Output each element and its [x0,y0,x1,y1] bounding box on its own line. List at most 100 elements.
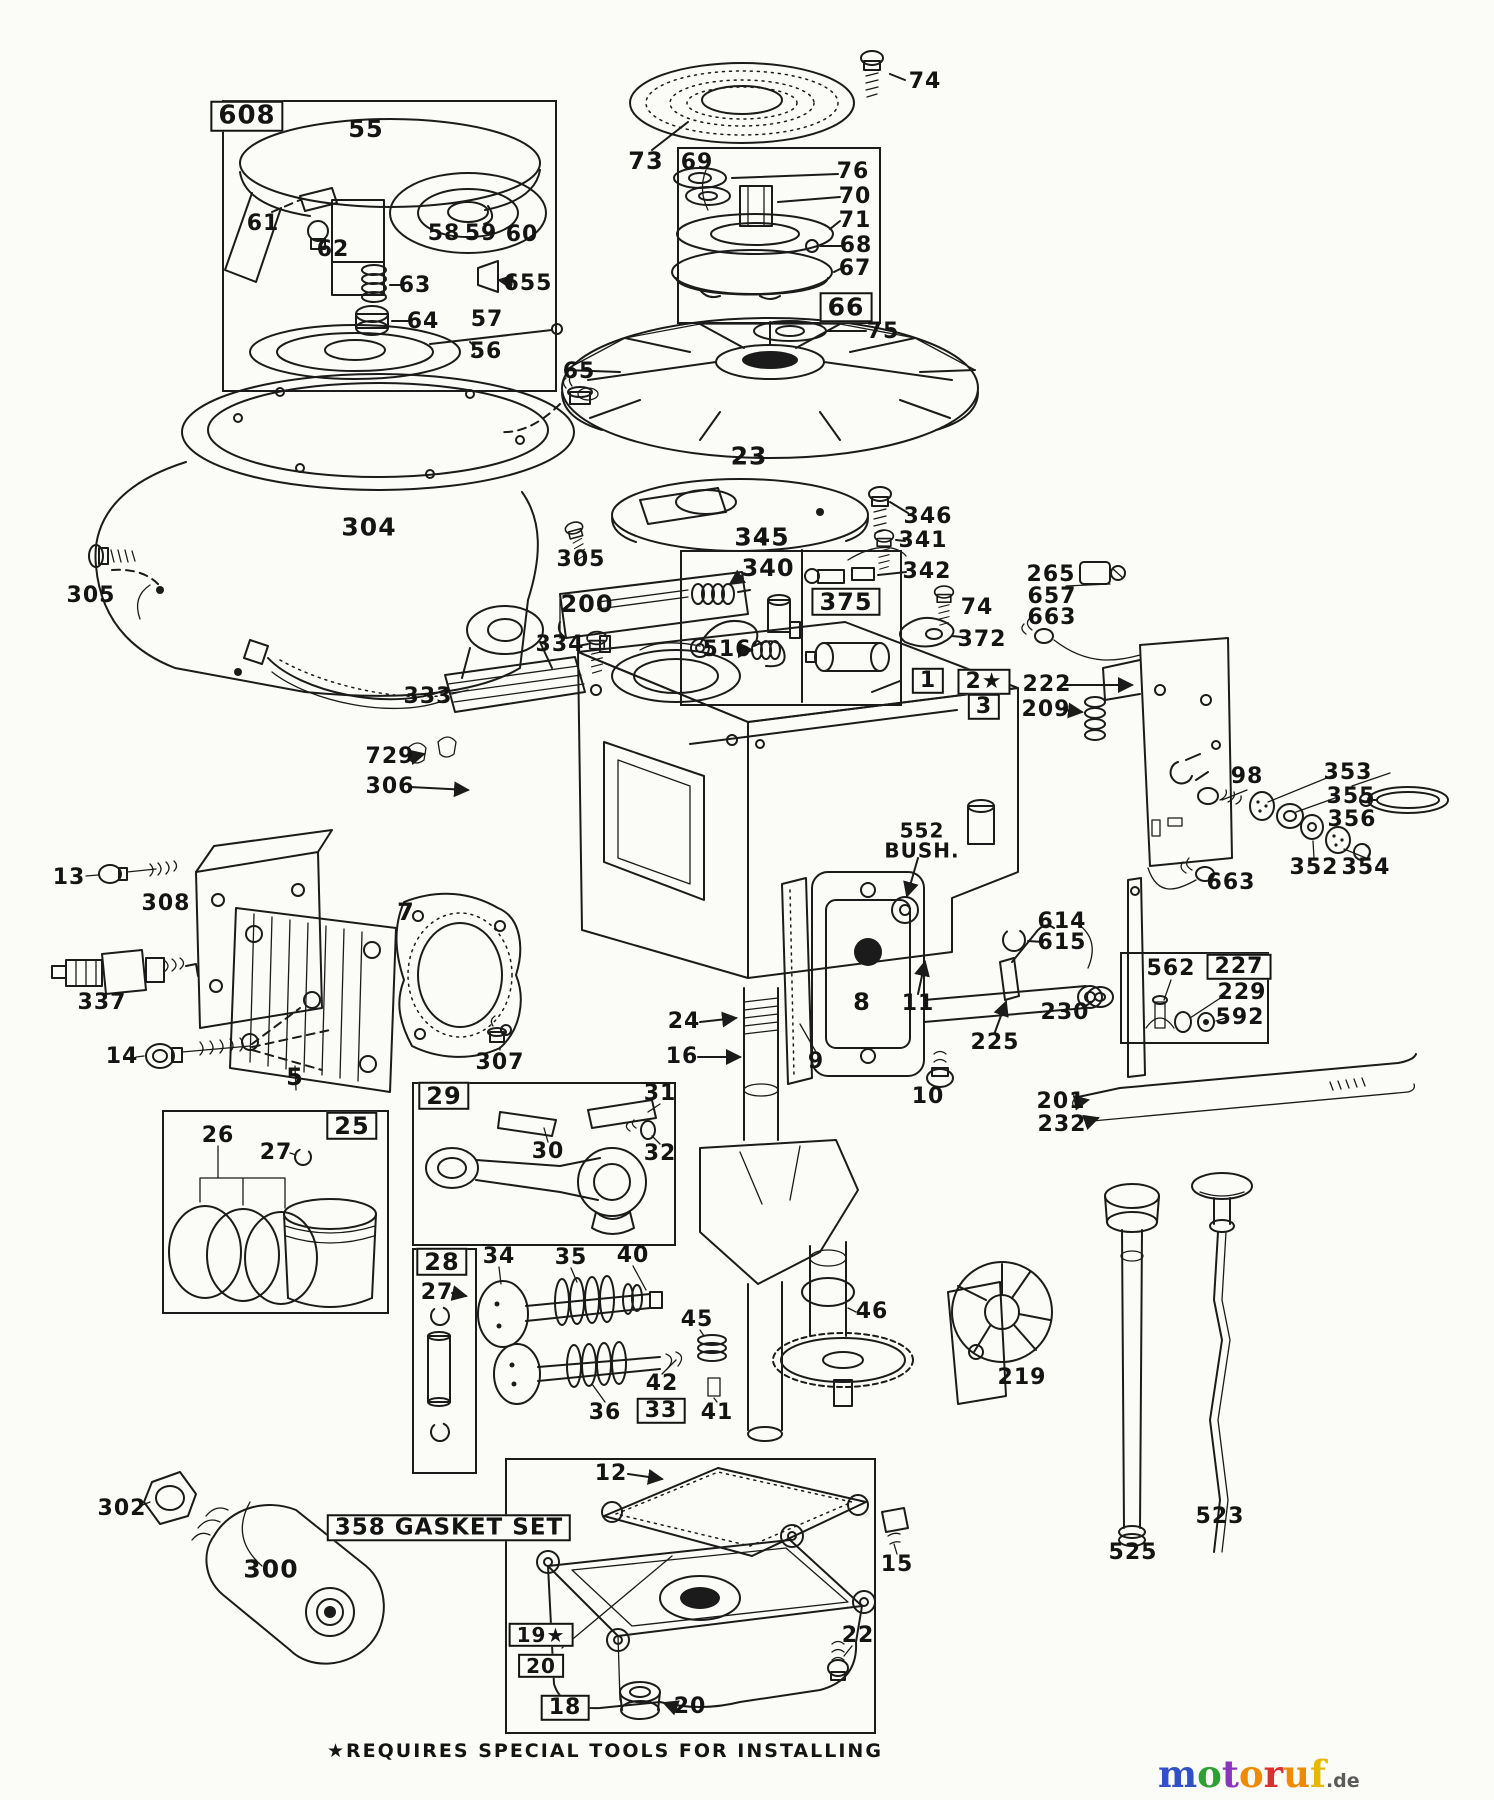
part-label-32: 32 [643,1140,677,1166]
part-label-73: 73 [628,146,664,175]
control-bracket-drawing [1021,561,1233,867]
part-label-346: 346 [903,503,953,529]
part-label-20: 20 [518,1653,564,1679]
part-label-7: 7 [397,897,415,926]
part-label-29: 29 [418,1081,470,1111]
part-label-70: 70 [838,183,872,209]
rotating-screen-drawing [629,50,906,151]
part-label-3: 3 [967,693,1001,721]
cylinder-head-drawing [229,907,397,1093]
blower-housing-drawing [88,373,575,697]
part-label-46: 46 [855,1298,889,1324]
part-label-305: 305 [556,546,606,572]
part-label-663: 663 [1027,604,1077,630]
part-label-358-GASKET-SET: 358 GASKET SET [326,1514,572,1542]
part-label-219: 219 [997,1364,1047,1390]
part-label-27: 27 [420,1279,454,1305]
part-label-26: 26 [201,1122,235,1148]
part-label-61: 61 [246,210,280,236]
part-label-2★: 2★ [957,668,1011,696]
part-label-59: 59 [464,220,498,246]
part-label-28: 28 [416,1247,468,1277]
footnote: ★REQUIRES SPECIAL TOOLS FOR INSTALLING [327,1740,883,1762]
part-label-71: 71 [838,207,872,233]
part-label-62: 62 [316,236,350,262]
valve-group-drawing [477,1265,683,1405]
part-label-33: 33 [636,1397,686,1425]
part-label-300: 300 [243,1554,299,1584]
motoruf-logo[interactable]: motoruf.de [1158,1752,1360,1796]
part-label-307: 307 [475,1049,525,1075]
part-label-663: 663 [1206,869,1256,895]
part-label-56: 56 [469,338,503,364]
part-label-516: 516 [702,636,752,662]
box-sump-18 [505,1458,876,1734]
logo-letter: t [1221,1752,1239,1796]
part-label-14: 14 [105,1043,139,1069]
part-label-729: 729 [365,743,415,769]
part-label-222: 222 [1022,671,1072,697]
part-label-64: 64 [406,308,440,334]
part-label-18: 18 [540,1694,590,1722]
part-label-552-BUSH-: 552 BUSH. [884,818,960,863]
part-label-333: 333 [403,683,453,709]
part-label-63: 63 [398,272,432,298]
part-label-354: 354 [1341,854,1391,880]
recoil-starter-drawing [224,118,563,380]
part-label-11: 11 [901,990,935,1016]
part-label-98: 98 [1230,763,1264,789]
part-label-608: 608 [210,100,284,132]
part-label-1: 1 [911,667,945,695]
part-label-42: 42 [645,1370,679,1396]
muffler-drawing [139,1471,385,1665]
part-label-304: 304 [341,512,397,542]
part-label-75: 75 [866,318,900,344]
part-label-614: 614 [1037,908,1087,934]
sump-gasket-drawing [601,1467,869,1557]
head-bolt-drawing [135,1007,331,1071]
logo-letter: r [1263,1752,1284,1796]
part-label-232: 232 [1037,1111,1087,1137]
part-label-562: 562 [1146,955,1196,981]
part-label-35: 35 [554,1244,588,1270]
part-label-353: 353 [1323,759,1373,785]
box-carb-375 [680,550,902,706]
part-label-8: 8 [853,987,871,1016]
breather-assembly-drawing [781,871,1103,1088]
spark-plug-drawing [51,949,199,995]
part-label-356: 356 [1327,806,1377,832]
part-label-306: 306 [365,773,415,799]
part-label-45: 45 [680,1306,714,1332]
part-label-15: 15 [880,1551,914,1577]
part-label-340: 340 [741,553,795,582]
dipstick-drawing [1191,1172,1253,1553]
plug-65-drawing [499,373,593,434]
part-label-23: 23 [730,441,768,471]
part-label-69: 69 [680,149,714,175]
oil-sump-drawing [536,1507,909,1720]
governor-crank-parts-drawing [1145,979,1227,1033]
part-label-525: 525 [1108,1539,1158,1565]
part-label-20: 20 [673,1693,707,1719]
part-label-345: 345 [734,522,790,552]
part-label-225: 225 [970,1029,1020,1055]
part-label-67: 67 [838,255,872,281]
flywheel-drawing [561,317,979,459]
logo-letter: u [1283,1752,1311,1796]
part-label-592: 592 [1215,1004,1265,1030]
logo-letter: m [1158,1752,1198,1796]
part-label-201: 201 [1036,1088,1086,1114]
connecting-rod-drawing [425,1099,661,1235]
part-label-25: 25 [326,1111,378,1141]
part-label-27: 27 [259,1139,293,1165]
part-label-68: 68 [839,232,873,258]
box-governor-227 [1120,952,1269,1044]
part-label-230: 230 [1040,999,1090,1025]
part-label-66: 66 [819,292,873,322]
part-label-355: 355 [1326,783,1376,809]
part-label-200: 200 [560,589,614,618]
part-label-334: 334 [535,631,585,657]
part-label-31: 31 [643,1080,677,1106]
part-label-30: 30 [531,1138,565,1164]
